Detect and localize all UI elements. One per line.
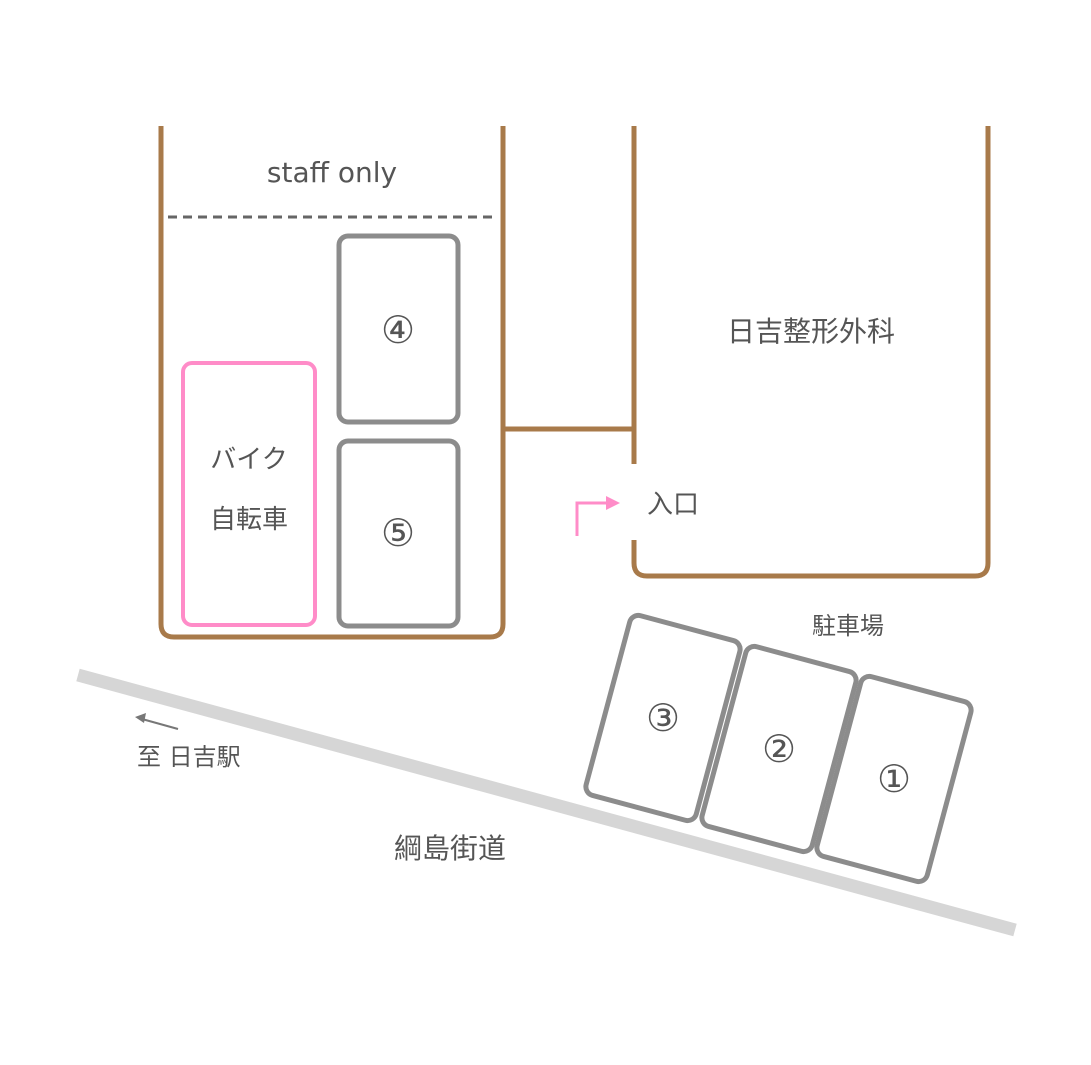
parking-space-1 [814,673,974,885]
parking-space-2 [699,643,859,855]
bike-parking-area [181,361,317,627]
parking-space-5-number: ⑤ [381,511,415,555]
to-station-label: 至 日吉駅 [137,743,241,771]
clinic-name: 日吉整形外科 [727,315,895,348]
right-turn-arrow-icon [575,496,620,536]
clinic-building-wall-lower [631,126,991,579]
parking-building-outline [158,126,506,640]
left-arrow-icon [135,713,179,730]
bike-label: バイク [210,445,287,475]
parking-space-2-number: ② [762,727,796,771]
parking-lot-label: 駐車場 [812,612,884,640]
parking-space-4-number: ④ [381,308,415,352]
parking-space-3-number: ③ [646,696,680,740]
parking-space-3 [583,612,743,824]
staff-only-label: staff only [267,156,397,189]
road [76,668,1017,937]
bicycle-label: 自転車 [210,505,288,535]
parking-space-4 [336,233,461,425]
parking-space-5 [336,438,461,629]
parking-space-1-number: ① [877,757,911,801]
entrance-label: 入口 [647,490,699,520]
road-name: 綱島街道 [394,832,506,865]
